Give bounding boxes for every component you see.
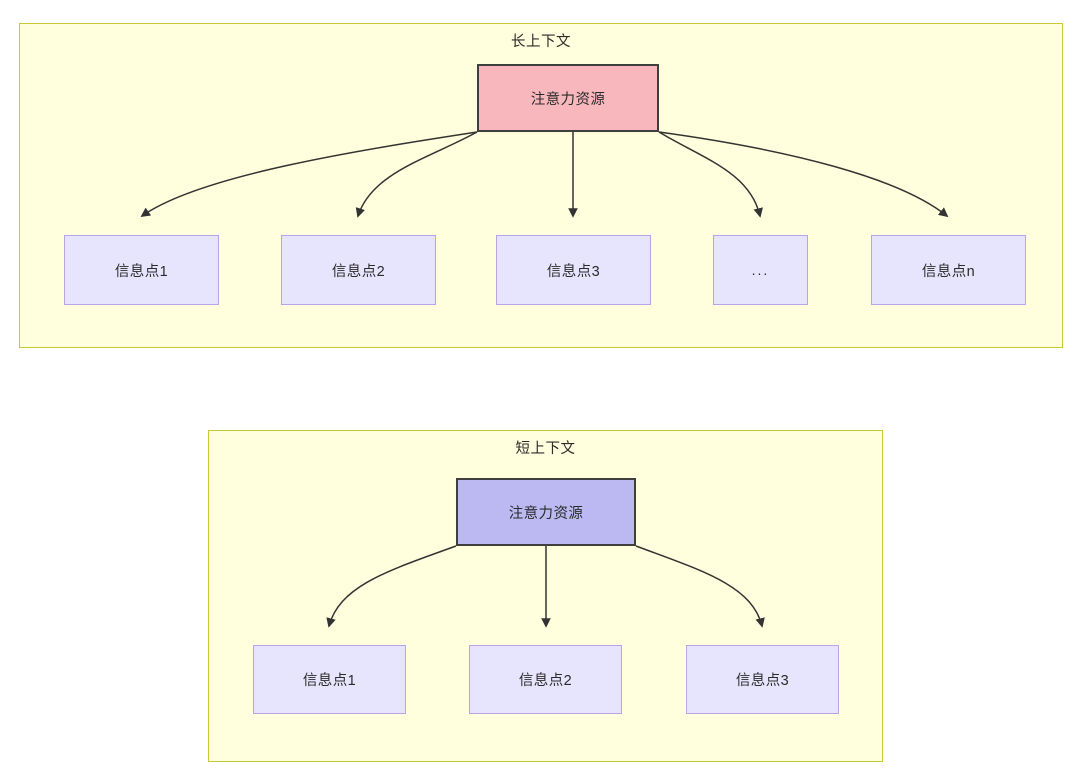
node-label: 信息点1 — [302, 673, 357, 689]
container-short-context-title: 短上下文 — [515, 441, 576, 457]
node-label: 信息点1 — [114, 263, 169, 280]
node-label: 信息点2 — [331, 263, 386, 280]
node-label: 信息点3 — [735, 673, 790, 689]
node-info-point-long-ellipsis[interactable]: ... — [713, 235, 808, 305]
node-info-point-short-3[interactable]: 信息点3 — [686, 645, 839, 714]
node-info-point-long-n[interactable]: 信息点n — [871, 235, 1026, 305]
node-info-point-short-2[interactable]: 信息点2 — [469, 645, 622, 714]
node-label: 信息点3 — [546, 263, 601, 280]
node-attention-resource-long[interactable]: 注意力资源 — [477, 64, 659, 132]
container-long-context-title: 长上下文 — [511, 34, 571, 50]
node-info-point-long-2[interactable]: 信息点2 — [281, 235, 436, 305]
node-info-point-long-1[interactable]: 信息点1 — [64, 235, 219, 305]
node-label: 信息点n — [921, 263, 976, 280]
node-info-point-long-3[interactable]: 信息点3 — [496, 235, 651, 305]
node-label: 注意力资源 — [508, 505, 584, 522]
node-label: 信息点2 — [518, 673, 573, 689]
node-attention-resource-short[interactable]: 注意力资源 — [456, 478, 636, 546]
node-label: ... — [751, 262, 770, 278]
node-label: 注意力资源 — [530, 91, 606, 108]
node-info-point-short-1[interactable]: 信息点1 — [253, 645, 406, 714]
